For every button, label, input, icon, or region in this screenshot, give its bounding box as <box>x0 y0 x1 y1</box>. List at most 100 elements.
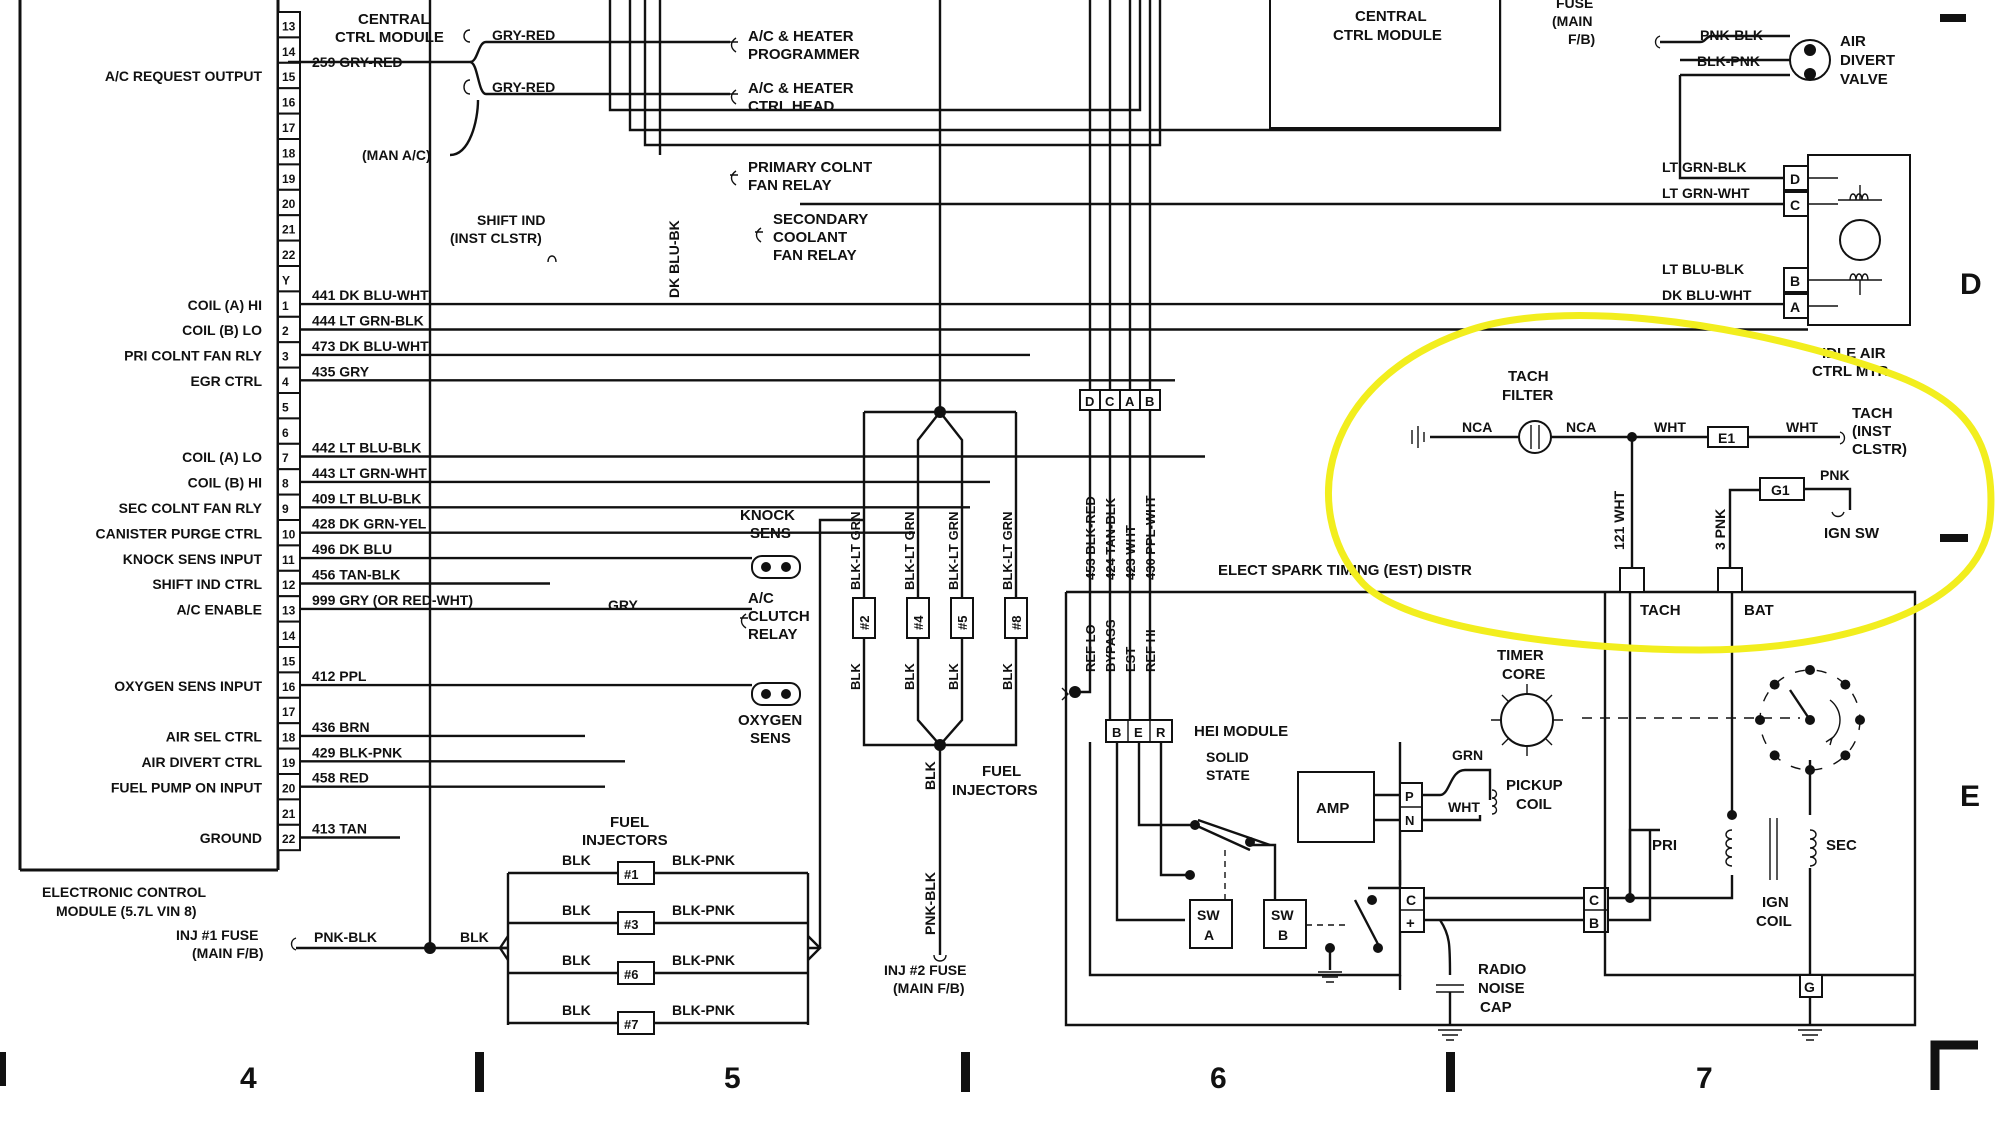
coil-b-pin: B <box>1589 915 1599 931</box>
cap-terminal <box>1805 765 1815 775</box>
left-inj-box <box>617 861 655 885</box>
tach-filter-2: FILTER <box>1502 387 1554 404</box>
left-inj-pnk: BLK-PNK <box>672 902 735 918</box>
ecm-pin-label: COIL (B) LO <box>182 322 262 338</box>
radio-cap-2: NOISE <box>1478 980 1525 997</box>
ecm-pin-number: 1 <box>282 299 289 313</box>
ecm-pin-number: 6 <box>282 426 289 440</box>
solid-state-2: STATE <box>1206 767 1250 783</box>
tach-inst-2: (INST <box>1852 423 1891 440</box>
ecm-pin-number: 3 <box>282 350 289 364</box>
left-inj-blk: BLK <box>562 852 591 868</box>
ecm-pin-label: SHIFT IND CTRL <box>152 576 262 592</box>
ccm2-label-2: CTRL MODULE <box>1333 27 1442 44</box>
row-label: E <box>1960 780 1980 813</box>
cap-terminal <box>1840 679 1851 690</box>
cap-terminal <box>1855 715 1865 725</box>
gry-label: GRY <box>608 597 638 613</box>
tach-filter-1: TACH <box>1508 368 1549 385</box>
right-inj-box <box>950 597 974 639</box>
ecm-pin-label: SEC COLNT FAN RLY <box>119 500 263 516</box>
left-inj-title-1: FUEL <box>610 814 649 831</box>
iac-pin-box <box>1783 293 1809 319</box>
timer-core-2: CORE <box>1502 666 1545 683</box>
left-inj-bus <box>499 935 822 961</box>
highlight-ellipse <box>1325 312 1995 654</box>
est-conn-pin: C <box>1105 394 1115 409</box>
left-inj-pnk: BLK-PNK <box>672 1002 735 1018</box>
right-inj-title-2: INJECTORS <box>952 782 1038 799</box>
ecm-pin-label: EGR CTRL <box>190 373 262 389</box>
left-inj-title-2: INJECTORS <box>582 832 668 849</box>
tach-inst-3: CLSTR) <box>1852 441 1907 458</box>
ecm-pin-number: 10 <box>282 527 296 541</box>
pri-fan-relay-1: PRIMARY COLNT <box>748 159 872 176</box>
iac-pin-box <box>1783 267 1809 293</box>
ecm-wire-label: 443 LT GRN-WHT <box>312 465 427 481</box>
ecm-pin-number: 17 <box>282 121 296 135</box>
left-inj-num: #7 <box>624 1017 638 1032</box>
gry-red-2: GRY-RED <box>492 79 555 95</box>
left-inj-num: #3 <box>624 917 638 932</box>
ecm-pin-label: AIR SEL CTRL <box>166 729 263 745</box>
ign-coil-2: COIL <box>1756 913 1792 930</box>
distributor-cap <box>1755 665 1865 775</box>
right-inj-top: BLK-LT GRN <box>902 512 917 590</box>
ecm-wire-label: 496 DK BLU <box>312 541 392 557</box>
ecm-pin-strip: 13141516171819202122Y1234567891011121314… <box>277 11 301 852</box>
ac-head-1: A/C & HEATER <box>748 80 854 97</box>
ecm-wire-label: 428 DK GRN-YEL <box>312 516 427 532</box>
ecm-pin-number: 18 <box>282 146 296 160</box>
ecm-pin-number: 13 <box>282 19 296 33</box>
inj1-fuse-2: (MAIN F/B) <box>192 945 264 961</box>
wire-3-pnk: 3 PNK <box>1712 509 1728 550</box>
ecm-wire-label: 413 TAN <box>312 821 367 837</box>
ac-head-2: CTRL HEAD <box>748 98 835 115</box>
est-c-pin: C <box>1406 892 1416 908</box>
right-inj-bot: BLK <box>902 663 917 690</box>
ecm-pin-label: COIL (A) HI <box>188 297 262 313</box>
sec-fan-relay-1: SECONDARY <box>773 211 868 228</box>
ecm-wire-label: 436 BRN <box>312 719 370 735</box>
ecm-pin-number: 15 <box>282 70 296 84</box>
ac-clutch-2: CLUTCH <box>748 608 810 625</box>
ecm-wire-label: 999 GRY (OR RED-WHT) <box>312 592 473 608</box>
ecm-pin-number: 14 <box>282 629 296 643</box>
column-label: 5 <box>724 1062 741 1095</box>
ecm-pin-number: 14 <box>282 45 296 59</box>
ecm-pin-number: 15 <box>282 654 296 668</box>
ecm-pin-label: CANISTER PURGE CTRL <box>96 525 263 541</box>
right-inj-top: BLK-LT GRN <box>946 512 961 590</box>
swb-1: SW <box>1271 907 1294 923</box>
left-inj-box <box>617 961 655 985</box>
ecm-subtitle: MODULE (5.7L VIN 8) <box>56 903 197 919</box>
inj1-pnk-blk: PNK-BLK <box>314 929 377 945</box>
row-label: D <box>1960 268 1982 301</box>
cap-terminal <box>1755 715 1765 725</box>
radio-cap-3: CAP <box>1480 999 1512 1016</box>
ecm-wire-label: 435 GRY <box>312 363 370 379</box>
inj2-fuse-1: INJ #2 FUSE <box>884 962 966 978</box>
ccm2-label-1: CENTRAL <box>1355 8 1427 25</box>
iac-pin: C <box>1790 197 1800 213</box>
pickup-coil-1: PICKUP <box>1506 777 1563 794</box>
column-label: 4 <box>240 1062 257 1095</box>
air-divert-1: AIR <box>1840 33 1866 50</box>
iac-wire-label: LT GRN-WHT <box>1662 185 1750 201</box>
ecm-wire-label: 442 LT BLU-BLK <box>312 440 421 456</box>
right-pnk-blk: PNK-BLK <box>922 872 938 935</box>
left-inj-blk: BLK <box>562 1002 591 1018</box>
ecm-pin-number: Y <box>282 273 290 287</box>
right-inj-box <box>852 597 876 639</box>
column-label: 6 <box>1210 1062 1227 1095</box>
iac-pin: D <box>1790 171 1800 187</box>
ecm-pin-number: 12 <box>282 578 296 592</box>
e1-connector: E1 <box>1718 430 1735 446</box>
